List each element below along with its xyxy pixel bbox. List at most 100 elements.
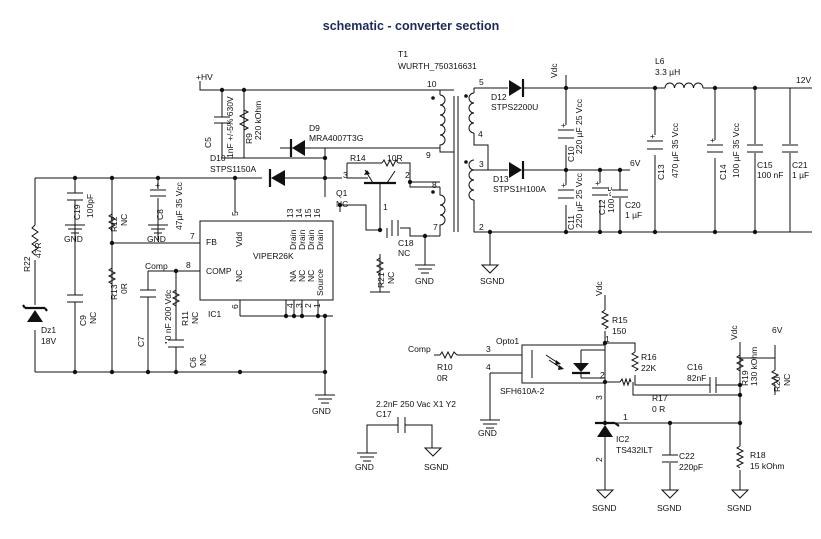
sgnd-symbol-t1	[480, 264, 500, 274]
gnd-symbol-opto	[480, 419, 500, 429]
secondary-wires	[473, 75, 812, 265]
net-hv: +HV	[196, 72, 213, 82]
dz1-value: 18V	[41, 336, 56, 346]
c17-capacitor	[357, 417, 443, 462]
primary-junctions	[72, 87, 428, 375]
d10-value: STPS1150A	[210, 164, 256, 174]
ic1-ref: IC1	[208, 309, 222, 319]
ic2-value: TS432ILT	[616, 445, 653, 455]
c13-value: 470 µF 35 Vcc	[670, 122, 680, 178]
r11-value: NC	[190, 312, 200, 324]
l6-ref: L6	[655, 56, 665, 66]
d13-ref: D13	[493, 174, 509, 184]
sgnd-label-r18: SGND	[727, 503, 752, 513]
r15-resistor	[600, 309, 610, 330]
c21-capacitor	[781, 144, 799, 153]
r10-resistor	[439, 350, 458, 360]
r13-resistor	[107, 267, 117, 285]
c20-value: 1 µF	[625, 210, 642, 220]
dz1-ref: Dz1	[41, 325, 56, 335]
ic1-pin-comp: COMP	[206, 266, 232, 276]
c12-value: 100 nF	[606, 187, 616, 213]
c14-value: 100 µF 35 Vcc	[731, 122, 741, 178]
net-vdc-r19: Vdc	[729, 325, 739, 340]
r22-value: 47R	[33, 242, 43, 258]
c5-capacitor	[212, 90, 232, 158]
c10-value: 220 µF 25 Vcc	[574, 98, 584, 154]
r20-ref: R20	[772, 376, 782, 392]
d12-ref: D12	[491, 92, 507, 102]
svg-text:+: +	[561, 120, 566, 130]
c8-ref: C8	[155, 209, 165, 220]
r12-resistor	[107, 213, 117, 231]
ic1-part: VIPER26K	[253, 251, 294, 261]
gnd-label-ic1: GND	[312, 406, 331, 416]
c8-capacitor: +	[148, 180, 168, 234]
t1-pin-5: 5	[479, 77, 484, 87]
gnd-label-1: GND	[64, 234, 83, 244]
r11-ref: R11	[180, 311, 190, 326]
transformer-t1	[431, 89, 475, 236]
q1-transistor	[346, 163, 396, 195]
ic1-pin-comp-num: 8	[186, 260, 191, 270]
t1-pin-4: 4	[478, 129, 483, 139]
gnd-label-opto: GND	[478, 428, 497, 438]
c9-value: NC	[88, 312, 98, 324]
r20-resistor	[770, 369, 780, 395]
svg-text:+: +	[155, 180, 160, 190]
ic1-pin-fb-num: 7	[190, 231, 195, 241]
c19-ref: C19	[72, 204, 82, 220]
r20-value: NC	[782, 374, 792, 386]
dz1-zener	[22, 304, 48, 322]
d13-value: STPS1H100A	[493, 184, 546, 194]
r18-ref: R18	[750, 450, 766, 460]
sgnd-label-c22: SGND	[657, 503, 682, 513]
feedback-junctions	[602, 340, 743, 426]
ic1-pin-fb: FB	[206, 237, 217, 247]
r11-resistor	[171, 289, 181, 307]
opto1-pin-1: 1	[605, 334, 610, 344]
ic1-pin-nc-2: NC	[297, 270, 307, 282]
ic1-drain-4: Drain	[315, 229, 325, 250]
net-12v: 12V	[796, 75, 811, 85]
r14-ref: R14	[350, 153, 366, 163]
r17-value: 0 R	[652, 404, 665, 414]
c21-ref: C21	[792, 160, 808, 170]
q1-ref: Q1	[336, 188, 348, 198]
r12-value: NC	[119, 214, 129, 226]
sgnd-label-c17: SGND	[424, 462, 449, 472]
c7-value: 10 nF 200 Vdc	[163, 289, 173, 345]
c6-value: NC	[198, 354, 208, 366]
sgnd-label-ic2: SGND	[592, 503, 617, 513]
t1-pin-8: 8	[432, 180, 437, 190]
q1-pin-2: 2	[405, 170, 410, 180]
c18-ref: C18	[398, 238, 414, 248]
ic1-pin-vdd: Vdd	[234, 232, 244, 247]
ic1-drain-num-14: 14	[294, 208, 304, 218]
r18-value: 15 kOhm	[750, 461, 785, 471]
r16-ref: R16	[641, 352, 657, 362]
ic1-drain-num-15: 15	[303, 208, 313, 218]
gnd-symbol-aux	[415, 264, 435, 274]
c12-ref: C12	[597, 199, 607, 215]
c16-ref: C16	[687, 362, 703, 372]
opto1-pin-3: 3	[486, 344, 491, 354]
ic2-pin-3: 3	[594, 395, 604, 400]
c22-ref: C22	[679, 451, 695, 461]
svg-text:+: +	[561, 180, 566, 190]
c16-capacitor	[709, 377, 717, 393]
ic1-drain-num-16: 16	[312, 208, 322, 218]
c17-ref: C17	[376, 409, 392, 419]
feedback-wires	[434, 295, 776, 490]
ic2-pin-1: 1	[623, 412, 628, 422]
r13-value: 0R	[119, 283, 129, 294]
svg-text:+: +	[595, 178, 600, 188]
opto1-optocoupler	[521, 344, 606, 384]
opto1-pin-4: 4	[486, 362, 491, 372]
c15-value: 100 nF	[757, 170, 783, 180]
c8-value: 47µF 35 Vcc	[174, 181, 184, 230]
c18-value: NC	[398, 248, 410, 258]
ic1-src-num-3: 3	[294, 303, 304, 308]
t1-pin-10: 10	[427, 79, 437, 89]
